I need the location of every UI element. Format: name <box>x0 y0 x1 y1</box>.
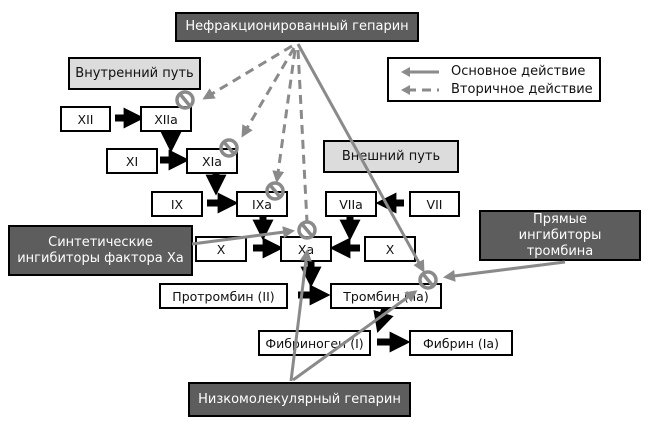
factor-label: VIIa <box>339 196 363 212</box>
factor-ix-box: IX <box>151 191 203 217</box>
lmwh-box: Низкомолекулярный гепарин <box>188 382 411 417</box>
extrinsic-pathway-box: Внешний путь <box>323 140 459 173</box>
factor-label: Xa <box>297 241 315 257</box>
factor-xi-box: XI <box>106 148 158 174</box>
legend-primary: Основное действие <box>401 64 585 79</box>
legend: Основное действие Вторичное действие <box>387 57 601 102</box>
dashed-arrow-icon <box>401 84 439 95</box>
factor-xii-box: XII <box>60 106 111 132</box>
factor-viia-box: VIIa <box>325 191 377 217</box>
factor-xiia-box: XIIa <box>140 106 192 132</box>
factor-label: VII <box>426 196 443 212</box>
legend-secondary: Вторичное действие <box>401 82 593 97</box>
factor-label: XII <box>77 111 94 127</box>
factor-vii-box: VII <box>409 191 460 217</box>
primary-action-lmwh-xa <box>289 249 312 382</box>
intrinsic-pathway-box: Внутренний путь <box>68 57 201 90</box>
arrow-thrombin-fibrin <box>373 306 394 334</box>
factor-label: X <box>385 241 395 257</box>
legend-secondary-label: Вторичное действие <box>451 82 593 97</box>
factor-label: IX <box>170 196 184 212</box>
legend-primary-label: Основное действие <box>451 64 586 79</box>
primary-action-direct-thrombin <box>443 260 566 282</box>
unfractionated-heparin-box: Нефракционированный гепарин <box>175 12 419 42</box>
factor-label: Фибриноген (I) <box>265 335 364 351</box>
factor-xia-box: XIa <box>186 148 238 174</box>
direct-thrombin-inhibitors-box: Прямые ингибиторы тромбина <box>479 210 641 261</box>
thrombin-box: Тромбин (IIa) <box>330 283 442 309</box>
direct-thrombin-inhibitors-label: Прямые ингибиторы тромбина <box>518 211 602 259</box>
factor-label: Тромбин (IIa) <box>343 288 429 304</box>
extrinsic-pathway-label: Внешний путь <box>341 149 441 164</box>
secondary-action-xiia <box>202 44 293 100</box>
factor-label: Фибрин (Ia) <box>423 335 499 351</box>
fibrin-box: Фибрин (Ia) <box>409 330 513 356</box>
factor-label: XI <box>125 153 139 169</box>
unfractionated-heparin-label: Нефракционированный гепарин <box>185 19 409 34</box>
factor-xa-box: Xa <box>280 236 332 262</box>
secondary-action-xia <box>241 47 296 138</box>
secondary-action-ixa <box>272 49 297 183</box>
lmwh-label: Низкомолекулярный гепарин <box>198 391 401 407</box>
factor-label: X <box>216 241 226 257</box>
factor-label: XIIa <box>154 111 178 127</box>
fibrinogen-box: Фибриноген (I) <box>258 330 371 356</box>
factor-x-right-box: X <box>364 236 416 262</box>
factor-label: XIa <box>202 153 222 169</box>
factor-label: Протромбин (II) <box>172 288 275 304</box>
factor-ixa-box: IXa <box>236 191 288 217</box>
factor-x-left-box: X <box>195 236 247 262</box>
factor-label: IXa <box>252 196 272 212</box>
solid-arrow-icon <box>401 66 439 77</box>
synthetic-xa-inhibitors-label: Синтетические ингибиторы фактора Ха <box>17 234 184 266</box>
secondary-action-xa <box>296 49 309 223</box>
prothrombin-box: Протромбин (II) <box>159 283 288 309</box>
synthetic-xa-inhibitors-box: Синтетические ингибиторы фактора Ха <box>8 225 193 276</box>
intrinsic-pathway-label: Внутренний путь <box>75 66 194 81</box>
